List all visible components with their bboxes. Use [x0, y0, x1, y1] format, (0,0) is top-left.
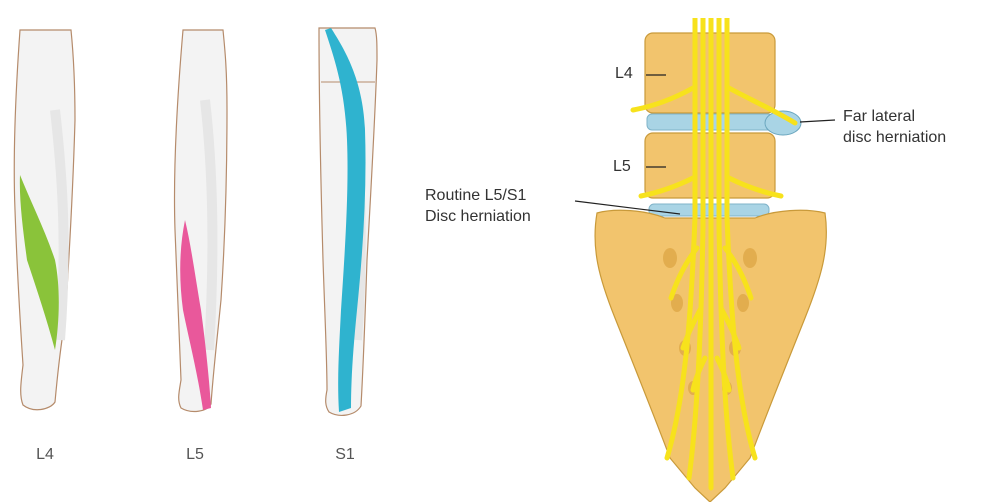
leg-label-l4: L4: [15, 446, 75, 464]
leg-l5-dermatome: [155, 20, 265, 420]
leg-label-s1: S1: [315, 446, 375, 464]
leg-label-l5: L5: [165, 446, 225, 464]
far-label-line1: Far lateral: [843, 106, 946, 127]
lumbosacral-spine-illustration: [585, 18, 835, 502]
routine-label-line1: Routine L5/S1: [425, 185, 531, 206]
routine-label-line2: Disc herniation: [425, 206, 531, 227]
far-lateral-herniation-label: Far lateral disc herniation: [843, 106, 946, 148]
routine-herniation-label: Routine L5/S1 Disc herniation: [425, 185, 531, 227]
leg-s1-dermatome: [305, 20, 415, 420]
level-label-l4: L4: [615, 63, 633, 84]
far-label-line2: disc herniation: [843, 127, 946, 148]
leg-l4-dermatome: [5, 20, 115, 420]
level-label-l5: L5: [613, 156, 631, 177]
